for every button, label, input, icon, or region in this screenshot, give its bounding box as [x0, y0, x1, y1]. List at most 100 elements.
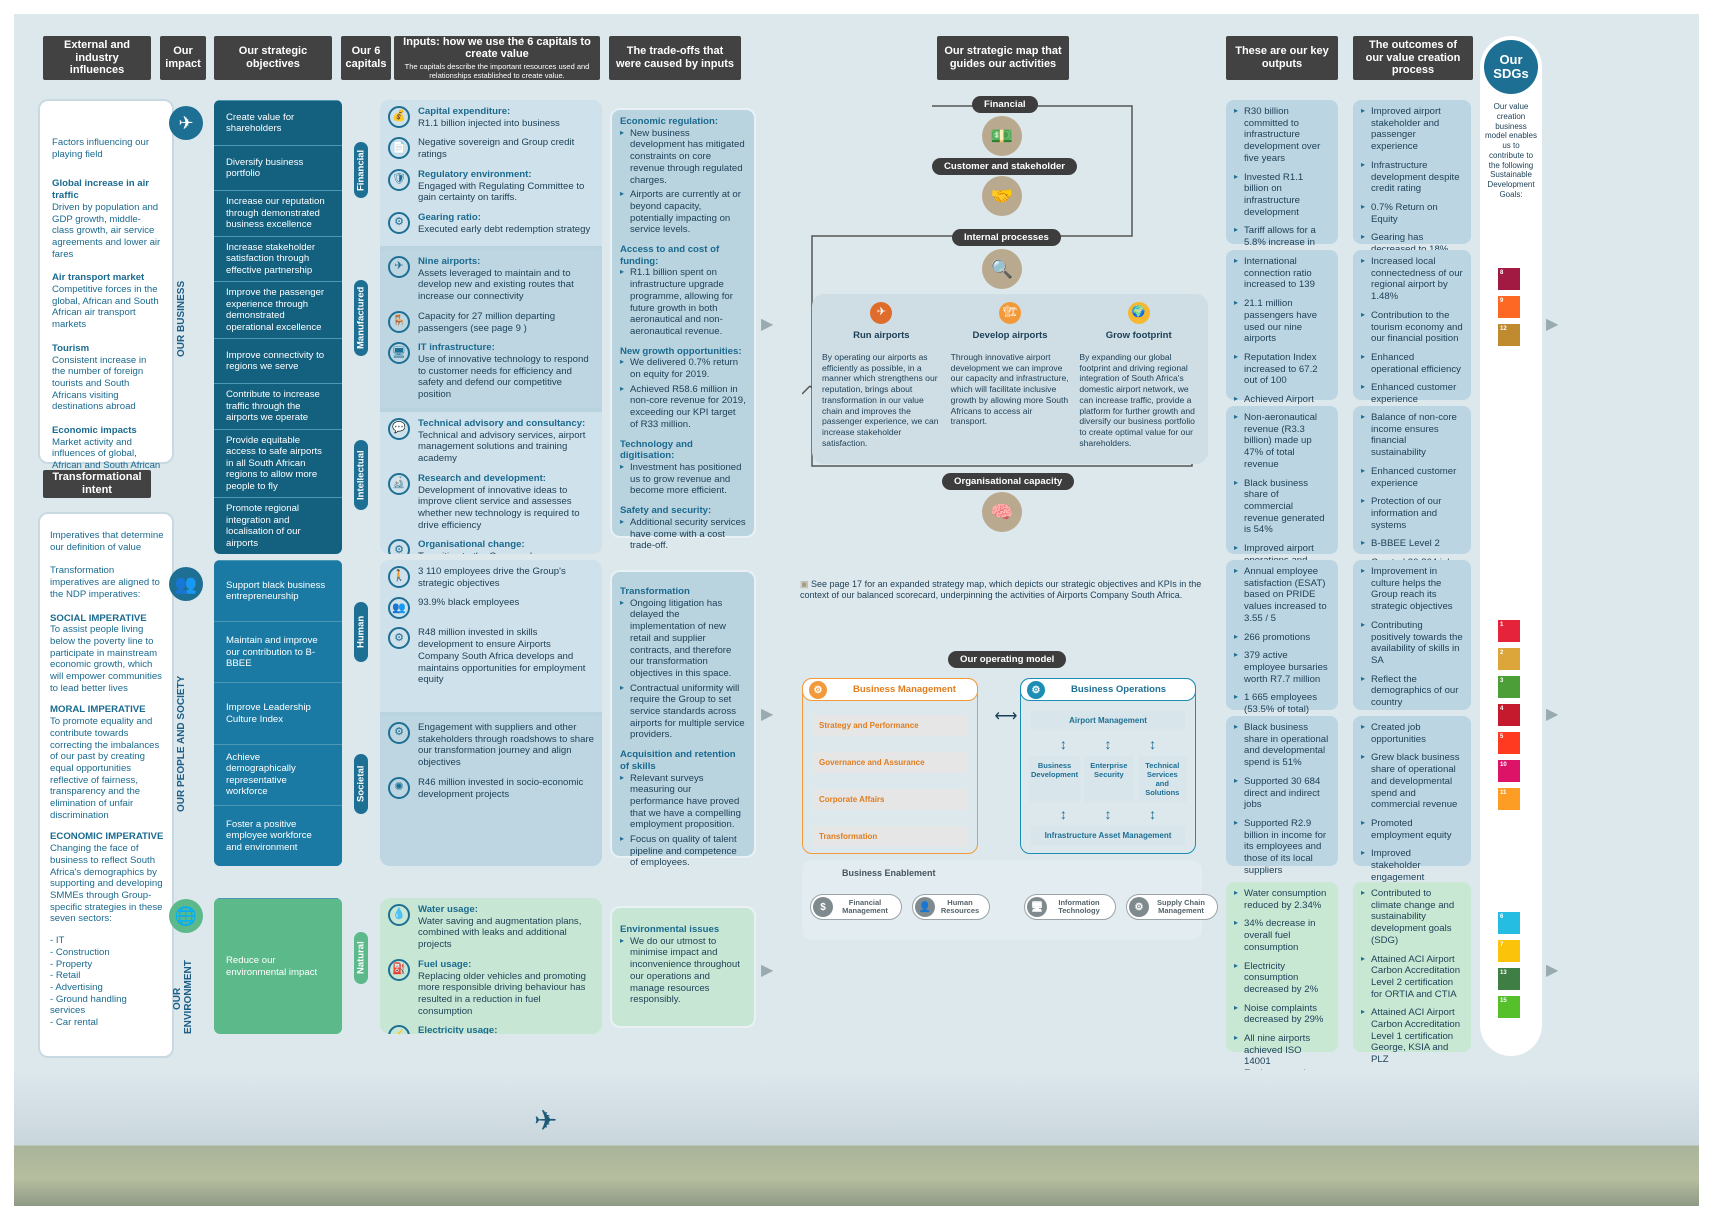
enabler-label: Supply Chain Management — [1157, 897, 1205, 915]
sdg-goal-icon: 13 — [1498, 968, 1520, 990]
list-item: Enhanced customer experience — [1361, 466, 1463, 489]
input-body: 3 110 employees drive the Group's strate… — [418, 566, 566, 589]
header-outcomes: The outcomes of our value creation proce… — [1353, 36, 1473, 80]
inputs-societal: ⚙Engagement with suppliers and other sta… — [380, 716, 602, 866]
outcomes-financial: Improved airport stakeholder and passeng… — [1353, 100, 1471, 255]
list-item: International connection ratio increased… — [1234, 256, 1330, 291]
input-icon: 👥 — [388, 597, 410, 620]
input-icon: 🔬 — [388, 472, 410, 495]
objective-item: Increase our reputation through demonstr… — [214, 190, 342, 236]
input-item: 🪑Capacity for 27 million departing passe… — [388, 310, 594, 334]
input-item: 🛡Regulatory environment:Engaged with Reg… — [388, 168, 594, 204]
input-icon: 💧 — [388, 904, 410, 926]
enablement-title: Business Enablement — [842, 868, 936, 878]
airport-management: Airport Management — [1031, 711, 1185, 730]
list-item: Infrastructure development despite credi… — [1361, 160, 1463, 195]
sdg-goal-icon: 7 — [1498, 940, 1520, 962]
input-item: 💧Water usage:Water saving and augmentati… — [388, 904, 594, 951]
input-text: Electricity usage:Three photovoltaic pla… — [418, 1025, 594, 1034]
influence-title: Tourism — [52, 342, 90, 354]
input-text: Nine airports:Assets leveraged to mainta… — [418, 256, 594, 303]
sdg-column: Our SDGs Our value creation business mod… — [1480, 36, 1542, 1056]
list-item: Grew black business share of operational… — [1361, 752, 1463, 811]
header-capitals-text: Our 6 capitals — [345, 45, 387, 70]
header-objectives-text: Our strategic objectives — [238, 45, 308, 70]
tradeoff-heading: Environmental issues — [620, 924, 720, 935]
input-text: 93.9% black employees — [418, 597, 519, 619]
objective-item: Diversify business portfolio — [214, 145, 342, 190]
sector-item: - Property — [50, 958, 93, 970]
list-item: Reputation Index increased to 67.2 out o… — [1234, 352, 1330, 387]
objective-item: Maintain and improve our contribution to… — [214, 621, 342, 683]
sdg-goal-icon: 4 — [1498, 704, 1520, 726]
bm-item: Corporate Affairs — [813, 789, 967, 810]
influence-body: Driven by population and GDP growth, mid… — [52, 201, 161, 260]
header-inputs-subtitle: The capitals describe the important reso… — [404, 62, 590, 80]
list-item: Contributed to climate change and sustai… — [1361, 888, 1463, 947]
pillar-body: By operating our airports as efficiently… — [822, 351, 939, 448]
influence-title: Global increase in air traffic — [52, 178, 150, 202]
inputs-environment: 💧Water usage:Water saving and augmentati… — [380, 898, 602, 1034]
list-item: Enhanced customer experience — [1361, 382, 1463, 405]
objective-item: Achieve demographically representative w… — [214, 743, 342, 805]
input-item: ⚙R48 million invested in skills developm… — [388, 627, 594, 686]
input-heading: Technical advisory and consultancy: — [418, 418, 586, 429]
sector-item: - Advertising — [50, 981, 103, 993]
list-item: Attained ACI Airport Carbon Accreditatio… — [1361, 1007, 1463, 1066]
input-text: Organisational change:Transition to the … — [418, 539, 594, 554]
capital-societal: Societal — [354, 754, 368, 814]
outcomes-manufactured: Increased local connectedness of our reg… — [1353, 250, 1471, 435]
list-item: Reflect the demographics of our country — [1361, 674, 1463, 709]
header-objectives: Our strategic objectives — [214, 36, 332, 80]
inputs-natural: 💧Water usage:Water saving and augmentati… — [380, 898, 602, 1034]
input-icon: 📄 — [388, 137, 410, 160]
input-heading: Nine airports: — [418, 256, 481, 267]
input-item: ⚙Gearing ratio:Executed early debt redem… — [388, 211, 594, 235]
input-body: Executed early debt redemption strategy — [418, 223, 591, 235]
pillar-body: By expanding our global footprint and dr… — [1079, 351, 1195, 448]
map-capacity-pill: Organisational capacity — [942, 473, 1075, 490]
input-item: ⚡Electricity usage:Three photovoltaic pl… — [388, 1025, 594, 1034]
tradeoffs-business: Economic regulation:New business develop… — [610, 108, 756, 551]
tradeoff-bullet: Airports are currently at or beyond capa… — [620, 189, 746, 236]
tradeoff-heading: Economic regulation: — [620, 116, 719, 127]
imperative-body: To assist people living below the povert… — [50, 624, 162, 694]
input-item: 🔬Research and development:Development of… — [388, 472, 594, 532]
sdg-goal-icon: 10 — [1498, 760, 1520, 782]
list-item: Improved airport stakeholder and passeng… — [1361, 106, 1463, 153]
input-icon: 💬 — [388, 418, 410, 440]
input-body: Negative sovereign and Group credit rati… — [418, 137, 575, 161]
list-item: Enhanced operational efficiency — [1361, 352, 1463, 375]
tradeoff-bullet: Achieved R58.6 million in non-core reven… — [620, 384, 746, 431]
input-body: Transition to the Company's new governan… — [418, 551, 577, 554]
input-icon: ⚙ — [388, 211, 410, 234]
input-item: 🚶3 110 employees drive the Group's strat… — [388, 566, 594, 589]
tradeoff-heading: New growth opportunities: — [620, 345, 742, 357]
document-search-icon: 🔍 — [982, 249, 1022, 289]
header-impact: Our impact — [160, 36, 206, 80]
input-text: Capital expenditure:R1.1 billion injecte… — [418, 106, 560, 129]
sdg-badge: Our SDGs — [1484, 40, 1538, 94]
outputs-intellectual: Non-aeronautical revenue (R3.3 billion) … — [1226, 406, 1338, 601]
bm-header: ⚙Business Management — [802, 678, 978, 701]
sector-item: - Car rental — [50, 1017, 98, 1029]
external-influences-card: Factors influencing our playing field Gl… — [38, 99, 174, 483]
ndp-text: Transformation imperatives are aligned t… — [50, 565, 160, 600]
inputs-people: 🚶3 110 employees drive the Group's strat… — [380, 560, 602, 866]
header-outcomes-text: The outcomes of our value creation proce… — [1365, 39, 1461, 77]
list-item: Protection of our information and system… — [1361, 496, 1463, 531]
brain-icon: 🧠 — [982, 492, 1022, 532]
list-item: Attained ACI Airport Carbon Accreditatio… — [1361, 954, 1463, 1001]
imperative-title: ECONOMIC IMPERATIVE — [50, 831, 164, 843]
input-item: ⛽Fuel usage:Replacing older vehicles and… — [388, 958, 594, 1018]
list-item: Increased local connectedness of our reg… — [1361, 256, 1463, 303]
input-item: 💬Technical advisory and consultancy:Tech… — [388, 418, 594, 465]
tradeoff-bullet: Focus on quality of talent pipeline and … — [620, 834, 746, 869]
input-item: 👥 93.9% black employees — [388, 597, 594, 620]
